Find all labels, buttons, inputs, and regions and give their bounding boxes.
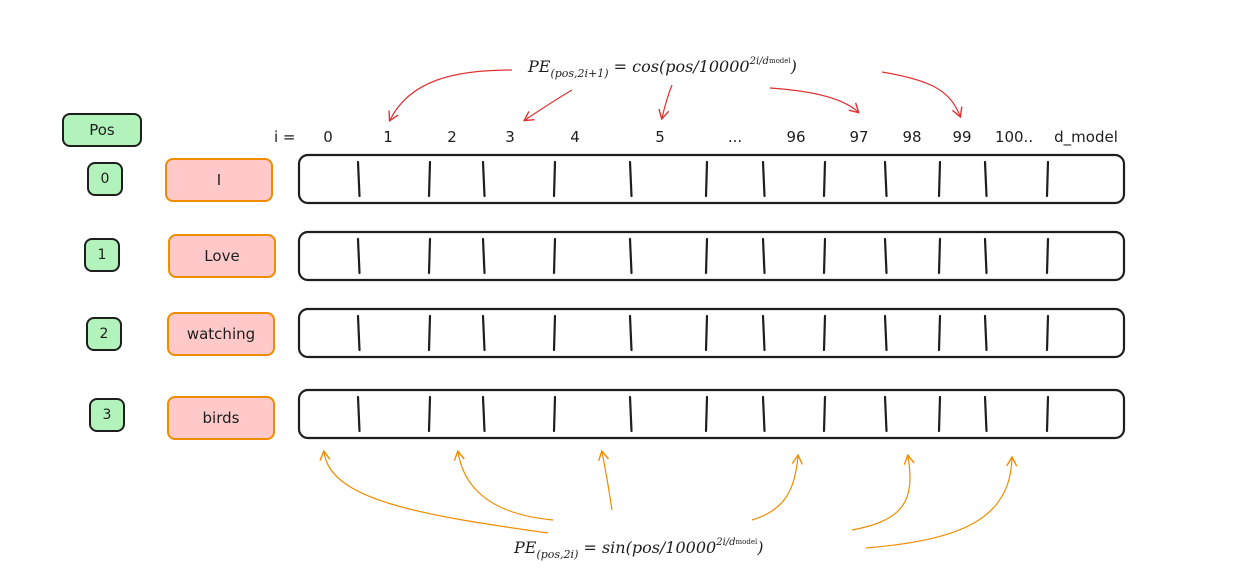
embedding-vectors bbox=[297, 153, 1126, 440]
cos-arrow-to-99 bbox=[881, 71, 963, 119]
word-token: birds bbox=[167, 396, 275, 440]
col-label: 100.. bbox=[994, 128, 1034, 146]
dimension-index-label: i = bbox=[274, 128, 296, 146]
sin-arrow-to-100 bbox=[865, 455, 1018, 549]
sin-arrow-to-96 bbox=[751, 453, 803, 521]
sin-formula: PE(pos,2i) = sin(pos/100002i/dmodel) bbox=[514, 537, 764, 561]
vector-cell-divider bbox=[356, 395, 361, 433]
cos-arrow-to-97 bbox=[769, 87, 860, 114]
vector-cell-divider bbox=[983, 160, 988, 198]
vector-cell-divider bbox=[983, 237, 988, 275]
cos-formula: PE(pos,2i+1) = cos(pos/100002i/dmodel) bbox=[528, 56, 797, 80]
word-token: I bbox=[165, 158, 273, 202]
embedding-vector-row bbox=[297, 307, 1126, 359]
vector-cell-divider bbox=[704, 160, 709, 198]
position-index: 2 bbox=[86, 317, 122, 351]
position-index: 0 bbox=[87, 162, 123, 196]
vector-cell-divider bbox=[427, 160, 432, 198]
col-label: 3 bbox=[505, 128, 515, 146]
vector-cell-divider bbox=[937, 314, 942, 352]
cos-arrows bbox=[388, 69, 963, 123]
vector-cell-divider bbox=[983, 314, 988, 352]
vector-cell-divider bbox=[427, 237, 432, 275]
vector-cell-divider bbox=[883, 395, 888, 433]
vector-cell-divider bbox=[761, 237, 766, 275]
vector-cell-divider bbox=[552, 237, 557, 275]
word-token: Love bbox=[168, 234, 276, 278]
col-label: ... bbox=[727, 128, 743, 146]
vector-cell-divider bbox=[937, 237, 942, 275]
vector-cell-divider bbox=[356, 314, 361, 352]
embedding-vector-row bbox=[297, 388, 1126, 440]
vector-cell-divider bbox=[822, 314, 827, 352]
col-label: 1 bbox=[383, 128, 393, 146]
sin-arrow-to-4 bbox=[597, 449, 613, 511]
vector-cell-divider bbox=[883, 160, 888, 198]
col-label: 96 bbox=[786, 128, 806, 146]
vector-cell-divider bbox=[356, 160, 361, 198]
vector-cell-divider bbox=[628, 395, 633, 433]
vector-cell-divider bbox=[761, 160, 766, 198]
cos-arrow-to-1 bbox=[388, 69, 513, 123]
vector-cell-divider bbox=[937, 160, 942, 198]
vector-cell-divider bbox=[481, 395, 486, 433]
vector-cell-divider bbox=[704, 237, 709, 275]
embedding-vector-row bbox=[297, 153, 1126, 205]
sin-arrow-to-0 bbox=[319, 449, 549, 534]
col-label: 98 bbox=[902, 128, 922, 146]
vector-cell-divider bbox=[704, 314, 709, 352]
sin-arrow-to-2 bbox=[453, 449, 554, 521]
vector-cell-divider bbox=[761, 395, 766, 433]
vector-cell-divider bbox=[427, 314, 432, 352]
vector-cell-divider bbox=[1045, 395, 1050, 433]
vector-cell-divider bbox=[937, 395, 942, 433]
vector-cell-divider bbox=[1045, 314, 1050, 352]
vector-cell-divider bbox=[822, 237, 827, 275]
col-label: 99 bbox=[952, 128, 972, 146]
vector-cell-divider bbox=[883, 314, 888, 352]
vector-cell-divider bbox=[822, 160, 827, 198]
vector-cell-divider bbox=[481, 314, 486, 352]
vector-cell-divider bbox=[628, 237, 633, 275]
vector-cell-divider bbox=[481, 237, 486, 275]
sin-arrow-to-98 bbox=[851, 453, 915, 531]
col-label: d_model bbox=[1054, 128, 1118, 146]
vector-cell-divider bbox=[822, 395, 827, 433]
vector-cell-divider bbox=[883, 237, 888, 275]
vector-cell-divider bbox=[427, 395, 432, 433]
vector-cell-divider bbox=[1045, 160, 1050, 198]
vector-cell-divider bbox=[628, 314, 633, 352]
vector-cell-divider bbox=[552, 314, 557, 352]
col-label: 4 bbox=[570, 128, 580, 146]
vector-cell-divider bbox=[628, 160, 633, 198]
vector-cell-divider bbox=[552, 160, 557, 198]
vector-cell-divider bbox=[552, 395, 557, 433]
vector-cell-divider bbox=[704, 395, 709, 433]
col-label: 0 bbox=[323, 128, 333, 146]
position-index: 1 bbox=[84, 238, 120, 272]
cos-arrow-to-5 bbox=[658, 84, 673, 121]
position-index: 3 bbox=[89, 398, 125, 432]
col-label: 97 bbox=[849, 128, 869, 146]
vector-cell-divider bbox=[356, 237, 361, 275]
sin-arrows bbox=[319, 449, 1018, 549]
col-label: 5 bbox=[655, 128, 665, 146]
word-token: watching bbox=[167, 312, 275, 356]
vector-cell-divider bbox=[761, 314, 766, 352]
col-label: 2 bbox=[447, 128, 457, 146]
vector-cell-divider bbox=[481, 160, 486, 198]
pos-header: Pos bbox=[62, 113, 142, 147]
cos-arrow-to-3 bbox=[522, 89, 573, 122]
embedding-vector-row bbox=[297, 230, 1126, 282]
vector-cell-divider bbox=[983, 395, 988, 433]
vector-cell-divider bbox=[1045, 237, 1050, 275]
